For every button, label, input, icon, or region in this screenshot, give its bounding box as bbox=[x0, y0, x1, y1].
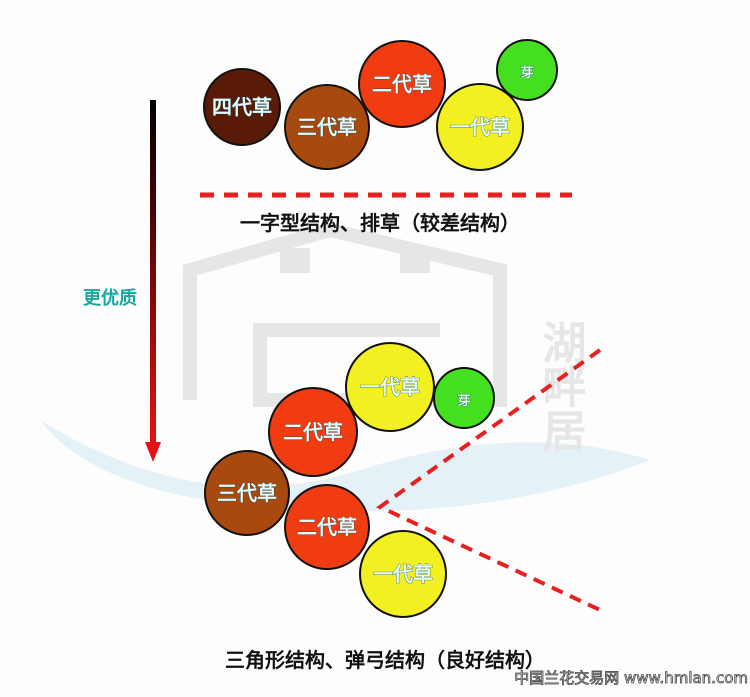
watermark-house bbox=[183, 222, 507, 407]
circle-shape bbox=[284, 484, 370, 570]
circle-shape bbox=[345, 342, 435, 432]
circle-label: 一代草 bbox=[450, 115, 510, 139]
top-circle-3: 一代草 bbox=[436, 83, 524, 171]
circle-label: 一代草 bbox=[373, 562, 433, 586]
top-circle-1: 三代草 bbox=[284, 84, 370, 170]
circle-label: 四代草 bbox=[212, 95, 272, 119]
bottom-caption: 三角形结构、弹弓结构（良好结构） bbox=[225, 648, 545, 672]
circle-label: 二代草 bbox=[372, 72, 432, 96]
bottom-circle-2: 二代草 bbox=[268, 387, 358, 477]
circle-label: 一代草 bbox=[360, 375, 420, 399]
top-circle-4: 芽 bbox=[496, 39, 558, 101]
circle-shape bbox=[268, 387, 358, 477]
circle-shape bbox=[433, 367, 495, 429]
circle-shape bbox=[284, 84, 370, 170]
circle-label: 二代草 bbox=[283, 420, 343, 444]
circle-label: 三代草 bbox=[297, 115, 357, 139]
watermark-wave bbox=[40, 420, 650, 512]
circle-shape bbox=[496, 39, 558, 101]
top-circle-0: 四代草 bbox=[203, 68, 281, 146]
circle-shape bbox=[204, 450, 290, 536]
bottom-circle-5: 一代草 bbox=[359, 530, 447, 618]
watermark-site: 中国兰花交易网 www.hmlan.com bbox=[514, 669, 748, 687]
top-circle-2: 二代草 bbox=[358, 40, 446, 128]
bottom-circle-3: 三代草 bbox=[204, 450, 290, 536]
arrow-label: 更优质 bbox=[83, 287, 137, 309]
circle-label: 二代草 bbox=[297, 515, 357, 539]
circle-shape bbox=[203, 68, 281, 146]
circle-label: 三代草 bbox=[217, 481, 277, 505]
circle-shape bbox=[436, 83, 524, 171]
slingshot-dashed-lines bbox=[376, 348, 602, 612]
circle-label: 芽 bbox=[457, 393, 470, 409]
top-caption: 一字型结构、排草（较差结构） bbox=[240, 211, 520, 235]
bottom-circle-1: 芽 bbox=[433, 367, 495, 429]
bottom-circle-4: 二代草 bbox=[284, 484, 370, 570]
bottom-circle-0: 一代草 bbox=[345, 342, 435, 432]
quality-arrow bbox=[145, 100, 161, 462]
circle-shape bbox=[359, 530, 447, 618]
watermark-logo: 湖畔居 bbox=[535, 320, 587, 452]
circle-shape bbox=[358, 40, 446, 128]
circle-label: 芽 bbox=[520, 65, 533, 81]
